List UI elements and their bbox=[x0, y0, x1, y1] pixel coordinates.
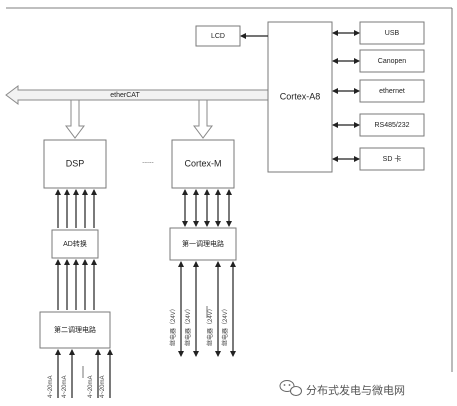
cortex-a8-label: Cortex-A8 bbox=[280, 91, 321, 101]
ethernet-label: ethernet bbox=[379, 88, 405, 95]
lcd-label: LCD bbox=[211, 33, 225, 40]
bus-to-dsp-arrow bbox=[65, 99, 85, 139]
wechat-logo-icon bbox=[279, 380, 302, 396]
conditioning-circuit-1-box bbox=[169, 227, 237, 261]
dsp-box bbox=[43, 139, 107, 189]
ad-converter-box bbox=[51, 229, 99, 259]
dsp-label: DSP bbox=[66, 158, 85, 168]
canopen-box bbox=[359, 49, 425, 73]
usb-label: USB bbox=[385, 30, 400, 37]
bus-to-cortex-m-arrow bbox=[193, 99, 213, 139]
rs485-label: RS485/232 bbox=[374, 122, 409, 129]
watermark: 分布式发电与微电网 bbox=[279, 380, 405, 397]
sd-box bbox=[359, 147, 425, 171]
conditioning-circuit-2-box bbox=[39, 311, 111, 349]
conditioning-circuit-1-label: 第一调理电路 bbox=[182, 239, 224, 248]
watermark-text: 分布式发电与微电网 bbox=[306, 383, 405, 397]
ethernet-box bbox=[359, 79, 425, 103]
ellipsis-label: ...... bbox=[142, 158, 154, 165]
cortex-m-box bbox=[171, 139, 235, 189]
sd-label: SD 卡 bbox=[383, 154, 402, 163]
ethercat-label: etherCAT bbox=[110, 92, 140, 99]
current-input-label-2: 4~20mA bbox=[62, 375, 68, 398]
current-input-label-3: 4~20mA bbox=[88, 375, 94, 398]
conditioning-circuit-2-label: 第二调理电路 bbox=[54, 325, 96, 334]
ad-converter-label: AD转换 bbox=[63, 239, 87, 248]
relay-label-1: 继电器（24V） bbox=[169, 305, 177, 346]
cortex-m-label: Cortex-M bbox=[184, 158, 221, 168]
current-input-label-4: 4~20mA bbox=[100, 375, 106, 398]
canopen-label: Canopen bbox=[378, 58, 407, 65]
rs485-box bbox=[359, 113, 425, 137]
cortex-a8-box bbox=[267, 21, 333, 173]
relay-label-4: 继电器（24V） bbox=[221, 305, 229, 346]
usb-box bbox=[359, 21, 425, 45]
relay-label-3: 继电器（24V） bbox=[206, 305, 214, 346]
current-input-label-1: 4~20mA bbox=[48, 375, 54, 398]
relay-label-2: 继电器（24V） bbox=[184, 305, 192, 346]
